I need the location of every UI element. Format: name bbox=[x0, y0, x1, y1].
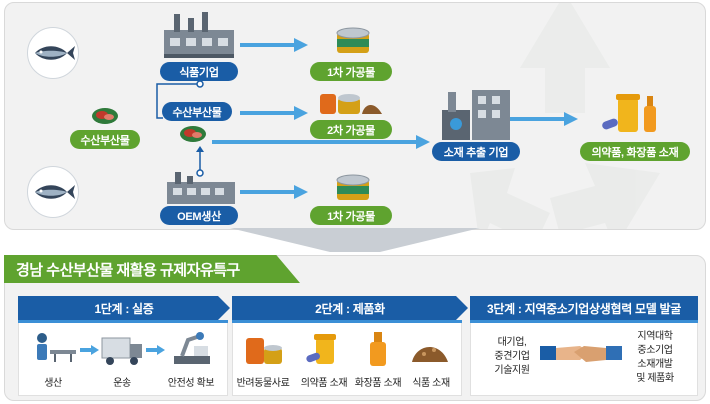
stage-1-item-safety: 안전성 확보 bbox=[167, 378, 215, 389]
recycle-background-icon bbox=[470, 3, 660, 229]
stage-3-left-text: 대기업, 중견기업 기술지원 bbox=[480, 336, 544, 378]
arrow-byproduct-to-extraction bbox=[212, 135, 430, 149]
oem-production-label: OEM생산 bbox=[160, 206, 238, 225]
transport-truck-icon bbox=[101, 337, 142, 365]
stage-3-accent-line bbox=[470, 320, 698, 323]
stage-1-arrow-b bbox=[146, 345, 165, 355]
stage-1-item-production: 생산 bbox=[44, 378, 62, 389]
stage-1-item-transport: 운송 bbox=[113, 378, 131, 389]
stage-2-item-food: 식품 소재 bbox=[412, 378, 450, 389]
stage-3-right-line-4: 및 제품화 bbox=[636, 373, 674, 384]
stage-1-header: 1단계 : 실증 bbox=[18, 296, 230, 320]
production-worker-icon bbox=[37, 333, 76, 362]
secondary-product-label: 2차 가공물 bbox=[310, 120, 392, 139]
byproduct-left-label: 수산부산물 bbox=[70, 130, 140, 149]
cosmetic-material-icon bbox=[370, 332, 386, 366]
extraction-company-label: 소재 추출 기업 bbox=[432, 142, 520, 161]
canned-food-icon-bottom bbox=[336, 174, 370, 200]
arrow-food-to-primary bbox=[240, 38, 308, 52]
medicine-cosmetics-icon bbox=[602, 94, 656, 132]
stage-3-header: 3단계 : 지역중소기업상생협력 모델 발굴 bbox=[470, 296, 698, 320]
arrow-oem-to-primary bbox=[240, 185, 308, 199]
primary-product-bottom-label: 1차 가공물 bbox=[310, 206, 392, 225]
stage-3-right-line-2: 중소기업 bbox=[637, 345, 673, 356]
stage-2-item-pet-food: 반려동물사료 bbox=[236, 378, 290, 389]
byproduct-mid-label: 수산부산물 bbox=[162, 102, 232, 121]
stage-3-left-line-2: 중견기업 bbox=[494, 351, 530, 362]
safety-robot-icon bbox=[174, 332, 210, 364]
stage-3-right-line-3: 소재개발 bbox=[637, 359, 673, 370]
stage-1-accent-line bbox=[18, 320, 228, 323]
stage-2-item-medicine: 의약품 소재 bbox=[300, 378, 348, 389]
byproduct-connector-lines bbox=[156, 80, 204, 177]
byproduct-icon-mid bbox=[180, 126, 206, 142]
arrow-byproduct-to-secondary bbox=[240, 106, 308, 120]
stage-3-right-line-1: 지역대학 bbox=[637, 331, 673, 342]
extraction-plant-icon bbox=[442, 90, 510, 140]
stage-2-item-cosmetic: 화장품 소재 bbox=[354, 378, 402, 389]
zone-title: 경남 수산부산물 재활용 규제자유특구 bbox=[4, 255, 300, 283]
food-material-icon bbox=[412, 346, 448, 362]
stage-3-left-line-1: 대기업, bbox=[497, 337, 527, 348]
fish-icon-bottom bbox=[27, 166, 79, 218]
arrow-extraction-to-pharma bbox=[510, 112, 578, 126]
stage-3-left-line-3: 기술지원 bbox=[494, 365, 530, 376]
stage-2-header: 2단계 : 제품화 bbox=[232, 296, 468, 320]
canned-food-icon-top bbox=[336, 27, 370, 53]
stage-3-right-text: 지역대학 중소기업 소재개발 및 제품화 bbox=[622, 330, 688, 386]
stage-1-arrow-a bbox=[80, 345, 99, 355]
medicine-material-icon bbox=[306, 334, 336, 364]
secondary-products-icon bbox=[320, 94, 382, 114]
food-factory-icon bbox=[164, 12, 234, 58]
handshake-icon bbox=[540, 346, 622, 362]
down-connector-shape bbox=[230, 228, 480, 252]
stage-2-accent-line bbox=[232, 320, 462, 323]
fish-icon-top bbox=[27, 27, 79, 79]
pet-food-icon bbox=[246, 338, 282, 364]
byproduct-icon-left bbox=[92, 108, 118, 124]
food-company-label: 식품기업 bbox=[160, 62, 238, 81]
pharma-cosmetics-label: 의약품, 화장품 소재 bbox=[580, 142, 690, 161]
oem-factory-icon bbox=[167, 172, 235, 204]
primary-product-top-label: 1차 가공물 bbox=[310, 62, 392, 81]
